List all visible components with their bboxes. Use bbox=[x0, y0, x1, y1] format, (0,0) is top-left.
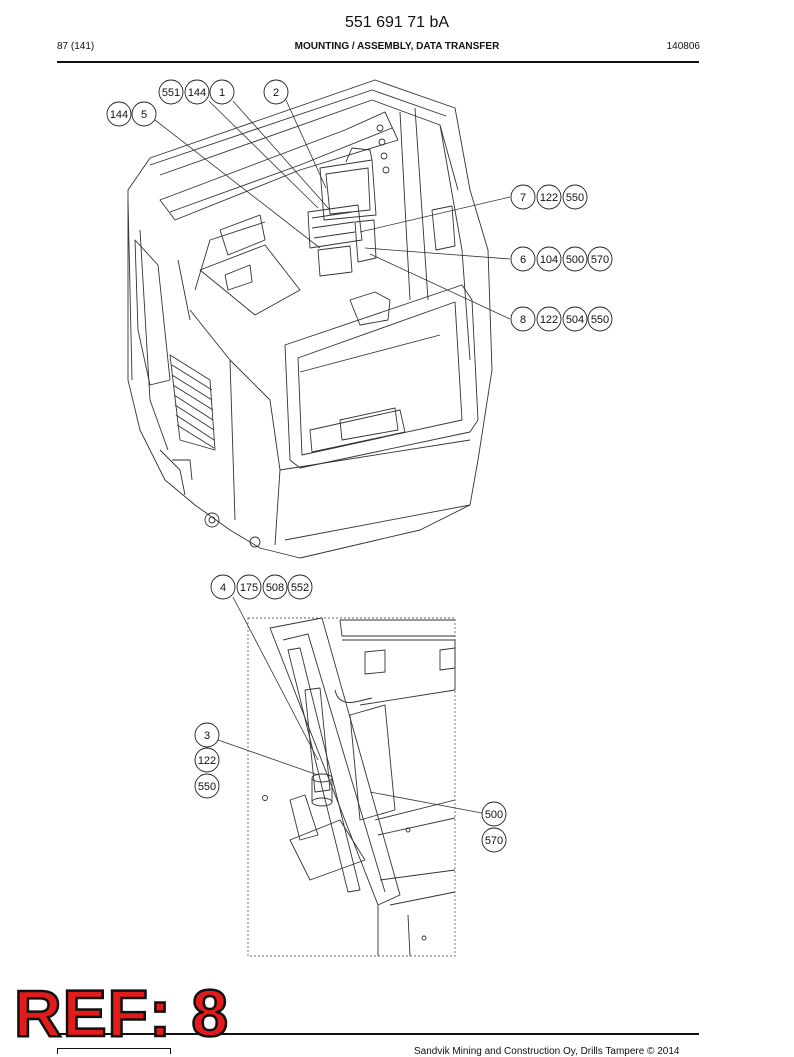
callout-500: 500 bbox=[562, 246, 588, 272]
page-title: MOUNTING / ASSEMBLY, DATA TRANSFER bbox=[294, 41, 500, 52]
callout-8: 8 bbox=[510, 306, 536, 332]
callout-3: 3 bbox=[194, 722, 220, 748]
svg-text:500: 500 bbox=[566, 254, 584, 266]
svg-text:500: 500 bbox=[485, 809, 503, 821]
svg-text:175: 175 bbox=[240, 582, 258, 594]
callout-550: 550 bbox=[587, 306, 613, 332]
callout-122: 122 bbox=[536, 306, 562, 332]
page-number: 87 (141) bbox=[57, 41, 95, 52]
callout-508: 508 bbox=[262, 574, 288, 600]
footer-copyright: Sandvik Mining and Construction Oy, Dril… bbox=[414, 1046, 680, 1057]
svg-text:6: 6 bbox=[520, 254, 526, 266]
callout-144: 144 bbox=[184, 79, 210, 105]
footer-rule bbox=[57, 1033, 699, 1035]
callout-1: 1 bbox=[209, 79, 235, 105]
callout-570: 570 bbox=[481, 827, 507, 853]
svg-text:8: 8 bbox=[520, 314, 526, 326]
svg-text:3: 3 bbox=[204, 730, 210, 742]
svg-text:570: 570 bbox=[485, 835, 503, 847]
svg-text:2: 2 bbox=[273, 87, 279, 99]
callout-5: 5 bbox=[131, 101, 157, 127]
callout-550: 550 bbox=[562, 184, 588, 210]
svg-text:5: 5 bbox=[141, 109, 147, 121]
cabin-illustration bbox=[127, 79, 493, 559]
leader-lines-upper bbox=[154, 99, 511, 320]
svg-text:144: 144 bbox=[188, 87, 206, 99]
date-code: 140806 bbox=[666, 41, 700, 52]
svg-text:552: 552 bbox=[291, 582, 309, 594]
callout-551: 551 bbox=[158, 79, 184, 105]
svg-text:504: 504 bbox=[566, 314, 584, 326]
callout-7: 7 bbox=[510, 184, 536, 210]
svg-text:570: 570 bbox=[591, 254, 609, 266]
svg-text:122: 122 bbox=[540, 314, 558, 326]
svg-text:550: 550 bbox=[566, 192, 584, 204]
callout-175: 175 bbox=[236, 574, 262, 600]
ref-stamp: REF: 8 bbox=[13, 976, 230, 1050]
callout-4: 4 bbox=[210, 574, 236, 600]
detail-illustration bbox=[247, 617, 456, 957]
svg-text:1: 1 bbox=[219, 87, 225, 99]
svg-text:122: 122 bbox=[198, 755, 216, 767]
callout-500: 500 bbox=[481, 801, 507, 827]
callout-144: 144 bbox=[106, 101, 132, 127]
svg-text:7: 7 bbox=[520, 192, 526, 204]
callout-6: 6 bbox=[510, 246, 536, 272]
callout-570: 570 bbox=[587, 246, 613, 272]
svg-text:4: 4 bbox=[220, 582, 226, 594]
callout-550: 550 bbox=[194, 773, 220, 799]
callout-122: 122 bbox=[194, 747, 220, 773]
svg-text:144: 144 bbox=[110, 109, 128, 121]
callout-2: 2 bbox=[263, 79, 289, 105]
svg-text:551: 551 bbox=[162, 87, 180, 99]
callout-504: 504 bbox=[562, 306, 588, 332]
brand-logo bbox=[57, 1048, 171, 1054]
document-number: 551 691 71 bA bbox=[344, 14, 450, 31]
callout-122: 122 bbox=[536, 184, 562, 210]
svg-text:104: 104 bbox=[540, 254, 558, 266]
header-rule bbox=[57, 61, 699, 63]
svg-text:550: 550 bbox=[591, 314, 609, 326]
svg-text:508: 508 bbox=[266, 582, 284, 594]
svg-text:550: 550 bbox=[198, 781, 216, 793]
callout-552: 552 bbox=[287, 574, 313, 600]
leader-lines-lower bbox=[217, 596, 483, 814]
callout-104: 104 bbox=[536, 246, 562, 272]
svg-text:122: 122 bbox=[540, 192, 558, 204]
